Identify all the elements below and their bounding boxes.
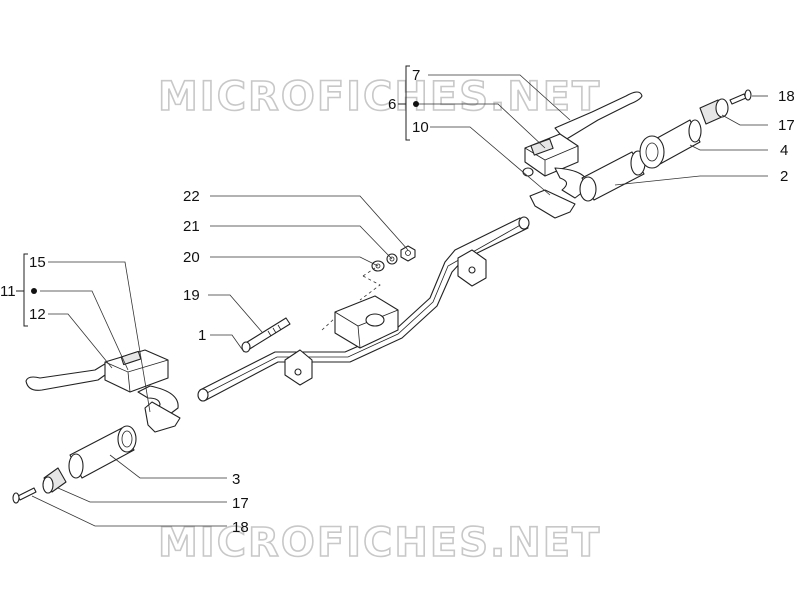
callout-19: 19 xyxy=(183,287,200,304)
right-bar-end-part-17 xyxy=(699,98,729,125)
callout-18-right: 18 xyxy=(778,88,795,105)
callout-11: 11 xyxy=(0,283,16,300)
callout-7: 7 xyxy=(412,67,420,84)
right-screw-part-18 xyxy=(729,89,752,105)
bolt-part-19 xyxy=(241,317,291,353)
left-brake-lever-assembly xyxy=(25,349,181,433)
callout-18-left: 18 xyxy=(232,519,249,536)
callout-12: 12 xyxy=(29,306,46,323)
center-clamp xyxy=(334,295,399,349)
callout-17-right: 17 xyxy=(778,117,795,134)
callout-10: 10 xyxy=(412,119,429,136)
watermark-top: MICROFICHES.NET xyxy=(158,74,601,120)
right-lower-clamp xyxy=(529,189,576,219)
callout-4: 4 xyxy=(780,142,788,159)
watermark-bottom: MICROFICHES.NET xyxy=(158,520,601,566)
callout-15: 15 xyxy=(29,254,46,271)
nut-part-22 xyxy=(400,245,416,262)
callout-17-left: 17 xyxy=(232,495,249,512)
left-grip-part-3 xyxy=(68,425,137,479)
right-grip-part-4 xyxy=(639,119,702,169)
group-bracket-left xyxy=(16,253,37,327)
right-grip-part-2 xyxy=(579,150,646,202)
callout-3: 3 xyxy=(232,471,240,488)
left-screw-part-18 xyxy=(12,487,37,504)
callout-2: 2 xyxy=(780,168,788,185)
right-brake-lever-assembly xyxy=(522,91,643,199)
leader-lines xyxy=(31,74,768,527)
group-bracket-right xyxy=(398,65,419,141)
callout-20: 20 xyxy=(183,249,200,266)
callout-6: 6 xyxy=(388,96,396,113)
left-bar-end-part-17 xyxy=(42,467,67,494)
callout-1: 1 xyxy=(198,327,206,344)
callout-22: 22 xyxy=(183,188,200,205)
handlebar-tube xyxy=(197,216,530,402)
callout-21: 21 xyxy=(183,218,200,235)
